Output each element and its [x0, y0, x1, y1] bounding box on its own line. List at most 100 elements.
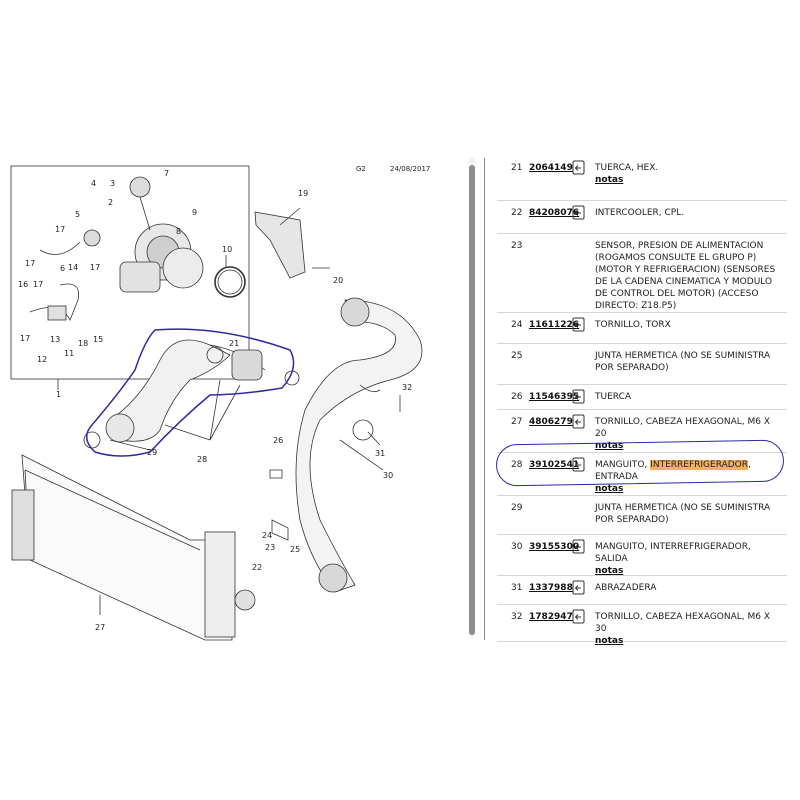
inset-frame	[10, 165, 250, 380]
part-description: TUERCA	[595, 391, 783, 403]
part-number-link[interactable]: 11546395	[529, 392, 580, 402]
part-number-link[interactable]: 39102541	[529, 460, 580, 470]
add-to-cart-icon[interactable]	[572, 389, 585, 404]
part-callout-number: 25	[511, 351, 523, 361]
add-to-cart-icon[interactable]	[572, 580, 585, 595]
description-text: INTERCOOLER, CPL.	[595, 208, 685, 218]
add-to-cart-icon[interactable]	[572, 609, 585, 624]
callout-label: 14	[68, 263, 78, 272]
part-number-link[interactable]: 11611226	[529, 320, 580, 330]
description-text: TUERCA	[595, 392, 632, 402]
callout-label: 23	[265, 543, 275, 552]
part-callout-number: 28	[511, 460, 523, 470]
part-callout-number: 31	[511, 583, 523, 593]
add-to-cart-icon[interactable]	[572, 205, 585, 220]
part-description: TORNILLO, CABEZA HEXAGONAL, M6 X 20 notas	[595, 416, 783, 452]
parts-list: 21 2064149 TUERCA, HEX. notas 22 84208076 INTE…	[497, 156, 787, 646]
notes-link[interactable]: notas	[595, 636, 624, 646]
callout-label: 17	[25, 259, 35, 268]
callout-label: 7	[164, 169, 169, 178]
callout-label: 26	[273, 436, 283, 445]
callout-label: 27	[95, 623, 105, 632]
description-text: TORNILLO, CABEZA HEXAGONAL, M6 X 20	[595, 417, 771, 439]
callout-label: 1	[56, 390, 61, 399]
add-to-cart-icon[interactable]	[572, 539, 585, 554]
notes-link[interactable]: notas	[595, 441, 624, 451]
part-callout-number: 32	[511, 612, 523, 622]
notes-link[interactable]: notas	[595, 175, 624, 185]
part-description: SENSOR, PRESION DE ALIMENTACION (ROGAMOS…	[595, 240, 783, 312]
callout-label: 6	[60, 264, 65, 273]
callout-label: 19	[298, 189, 308, 198]
callout-label: 5	[75, 210, 80, 219]
part-description: ABRAZADERA	[595, 582, 783, 594]
parts-row: 24 11611226 TORNILLO, TORX	[497, 313, 787, 344]
part-number-link[interactable]: 2064149	[529, 163, 573, 173]
parts-row: 29 JUNTA HERMETICA (NO SE SUMINISTRA POR …	[497, 496, 787, 535]
callout-label: 17	[33, 280, 43, 289]
part-number-link[interactable]: 4806279	[529, 417, 573, 427]
description-text: MANGUITO,	[595, 460, 651, 470]
callout-label: 12	[37, 355, 47, 364]
part-callout-number: 22	[511, 208, 523, 218]
description-text: SENSOR, PRESION DE ALIMENTACION (ROGAMOS…	[595, 241, 776, 311]
description-text: TORNILLO, CABEZA HEXAGONAL, M6 X 30	[595, 612, 771, 634]
part-number-link[interactable]: 39155300	[529, 542, 580, 552]
add-to-cart-icon[interactable]	[572, 160, 585, 175]
callout-label: 2	[108, 198, 113, 207]
callout-label: 21	[229, 339, 239, 348]
parts-diagram: G2 24/08/2017	[10, 165, 431, 641]
add-to-cart-icon[interactable]	[572, 457, 585, 472]
description-text: ABRAZADERA	[595, 583, 657, 593]
add-to-cart-icon[interactable]	[572, 317, 585, 332]
callout-label: 32	[402, 383, 412, 392]
part-callout-number: 21	[511, 163, 523, 173]
callout-label: 13	[50, 335, 60, 344]
parts-row: 22 84208076 INTERCOOLER, CPL.	[497, 201, 787, 234]
parts-row: 27 4806279 TORNILLO, CABEZA HEXAGONAL, M6 …	[497, 410, 787, 453]
part-description: TUERCA, HEX. notas	[595, 162, 783, 186]
callout-label: 24	[262, 531, 272, 540]
part-callout-number: 24	[511, 320, 523, 330]
callout-label: 17	[55, 225, 65, 234]
part-callout-number: 27	[511, 417, 523, 427]
part-number-link[interactable]: 1337988	[529, 583, 573, 593]
part-description: MANGUITO, INTERREFRIGERADOR, SALIDA notas	[595, 541, 783, 577]
callout-label: 4	[91, 179, 96, 188]
notes-link[interactable]: notas	[595, 484, 624, 494]
parts-row: 25 JUNTA HERMETICA (NO SE SUMINISTRA POR …	[497, 344, 787, 385]
callout-label: 18	[78, 339, 88, 348]
callout-label: 16	[18, 280, 28, 289]
callout-label: 15	[93, 335, 103, 344]
add-to-cart-icon[interactable]	[572, 414, 585, 429]
parts-row: 21 2064149 TUERCA, HEX. notas	[497, 156, 787, 201]
diagram-scrollbar-thumb[interactable]	[469, 165, 475, 635]
part-callout-number: 29	[511, 503, 523, 513]
callout-label: 3	[110, 179, 115, 188]
description-text: JUNTA HERMETICA (NO SE SUMINISTRA POR SE…	[595, 351, 771, 373]
highlight-circle-diagram	[86, 328, 295, 457]
notes-link[interactable]: notas	[595, 566, 624, 576]
callout-label: 17	[20, 334, 30, 343]
exploded-view-drawing: 1 4 3 5 7 8 9 2 10 19 20 17 6 17 16 17 1…	[10, 165, 423, 641]
part-description: TORNILLO, TORX	[595, 319, 783, 331]
description-text: TUERCA, HEX.	[595, 163, 659, 173]
part-description: JUNTA HERMETICA (NO SE SUMINISTRA POR SE…	[595, 502, 783, 526]
callout-label: 10	[222, 245, 232, 254]
callout-label: 31	[375, 449, 385, 458]
parts-row: 32 1782947 TORNILLO, CABEZA HEXAGONAL, M6 …	[497, 605, 787, 646]
callout-label: 29	[147, 448, 157, 457]
description-text: MANGUITO, INTERREFRIGERADOR, SALIDA	[595, 542, 751, 564]
part-callout-number: 23	[511, 241, 523, 251]
callout-label: 22	[252, 563, 262, 572]
parts-row: 28 39102541 MANGUITO, INTERREFRIGERADOR, E…	[497, 453, 787, 496]
part-number-link[interactable]: 1782947	[529, 612, 573, 622]
part-number-link[interactable]: 84208076	[529, 208, 580, 218]
callout-label: 9	[192, 208, 197, 217]
description-text: JUNTA HERMETICA (NO SE SUMINISTRA POR SE…	[595, 503, 771, 525]
part-description: INTERCOOLER, CPL.	[595, 207, 783, 219]
diagram-date: 24/08/2017	[390, 165, 431, 173]
